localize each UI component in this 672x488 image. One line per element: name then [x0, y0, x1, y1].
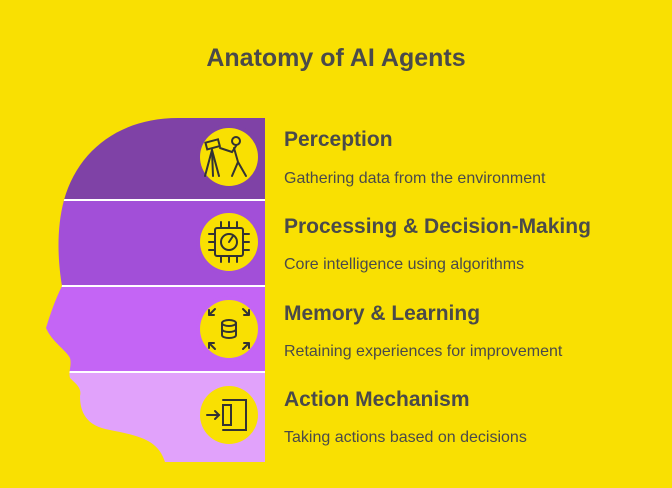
observer-telescope-icon [196, 124, 262, 190]
action-arrow-icon [196, 382, 262, 448]
layer-title-memory: Memory & Learning [284, 302, 481, 325]
layer-desc-processing: Core intelligence using algorithms [284, 256, 525, 273]
database-expand-icon [196, 296, 262, 362]
layer-title-perception: Perception [284, 128, 393, 151]
cpu-chip-icon [196, 209, 262, 275]
layer-desc-action: Taking actions based on decisions [284, 429, 527, 446]
layer-desc-memory: Retaining experiences for improvement [284, 343, 563, 360]
layer-desc-perception: Gathering data from the environment [284, 170, 546, 187]
layer-title-action: Action Mechanism [284, 388, 470, 411]
diagram-title: Anatomy of AI Agents [206, 44, 466, 72]
layer-title-processing: Processing & Decision-Making [284, 215, 591, 238]
